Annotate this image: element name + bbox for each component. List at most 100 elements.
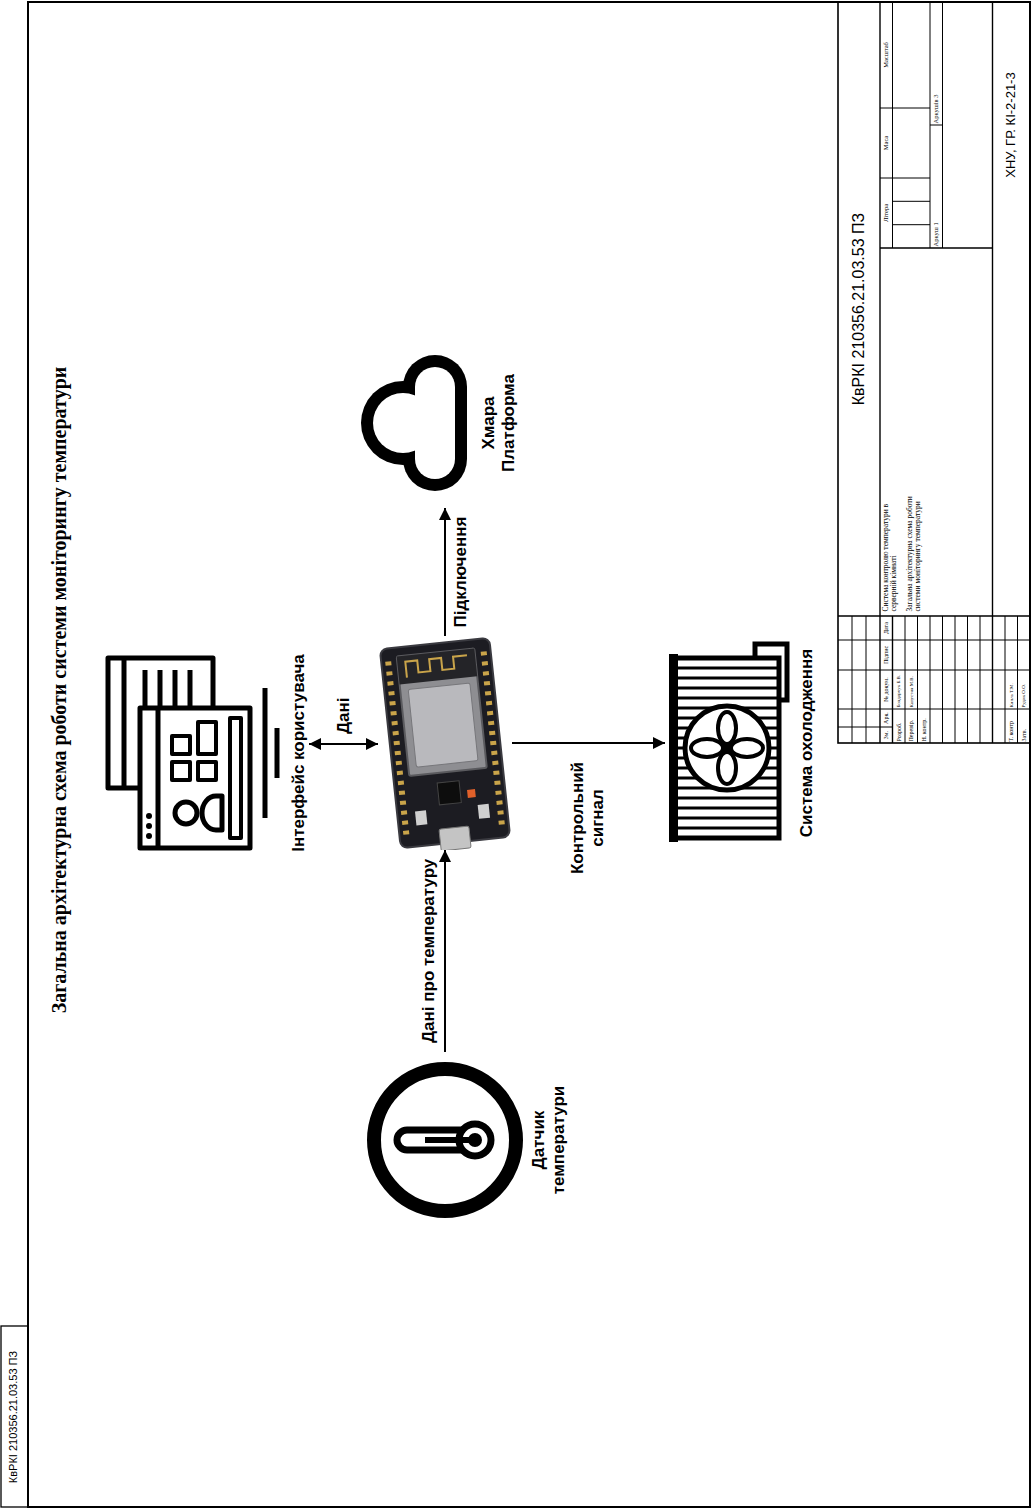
node-label: Датчик температури: [529, 1075, 570, 1205]
user-interface-icon-part: [198, 762, 216, 780]
title-block-grid-part: [838, 615, 1030, 616]
user-interface-icon-part: [140, 708, 250, 848]
user-interface-icon-part: [146, 833, 152, 839]
title-block-grid: [838, 2, 1030, 743]
role-cell: Затв.: [1018, 709, 1031, 743]
cooling-fan-icon-part: [755, 644, 787, 700]
interface-node: Інтерфейс користувача: [100, 638, 309, 868]
table-header: Маса: [880, 108, 893, 178]
node-label: Система охолодження: [797, 633, 817, 853]
cooling-fan-icon-part: [677, 807, 777, 810]
thermometer-icon-part: [468, 1133, 482, 1147]
user-interface-icon-part: [143, 670, 148, 706]
esp32-board-picture-part: [408, 683, 478, 767]
connector-arrow: [444, 850, 446, 1052]
esp32-board-picture-part: [483, 645, 502, 824]
cooling-fan-icon-part: [677, 677, 777, 680]
cooling-fan-icon-part: [677, 817, 777, 820]
cooling-fan-icon-part: [677, 827, 777, 830]
title-block-grid-part: [880, 178, 930, 179]
esp32-board-picture: [378, 636, 512, 850]
cooling-fan-icon-part: [677, 668, 777, 828]
sheet-count: Аркушів 3: [930, 2, 943, 125]
cooling-fan-icon-part: [718, 712, 736, 744]
cooling-fan-icon-part: [721, 742, 733, 754]
node-label: Хмара Платформа: [479, 368, 520, 478]
connector-label: Підключення: [451, 515, 471, 630]
diagram-title: Загальна архітектурна схема роботи систе…: [48, 290, 71, 1090]
table-header: № докум.: [880, 670, 893, 709]
title-block-grid-part: [980, 616, 981, 743]
connector-arrow: [444, 508, 446, 636]
cloud-node: Хмара Платформа: [335, 338, 520, 508]
cloud-icon-part: [415, 387, 455, 459]
cooling-fan-icon-part: [691, 739, 723, 757]
cloud-icon-part: [361, 355, 467, 491]
esp32-board-picture-part: [415, 810, 427, 825]
role-cell: Розроб.: [893, 709, 906, 743]
title-block-grid-part: [880, 108, 930, 109]
controller-node: [378, 636, 512, 850]
title-block-grid-part: [955, 616, 956, 743]
user-interface-icon-part: [275, 728, 280, 778]
user-interface-icon-part: [202, 796, 222, 830]
name-cell: Бондарчук Б.В.: [893, 670, 906, 709]
table-header: Масштаб: [880, 2, 893, 108]
cooling-fan-icon-part: [677, 697, 777, 700]
user-interface-icon-part: [263, 688, 268, 818]
user-interface-icon-part: [146, 813, 152, 819]
name-cell: Кипль Т.М.: [1005, 670, 1018, 709]
cooling-fan-icon-part: [691, 712, 763, 784]
user-interface-icon-part: [230, 718, 241, 838]
user-interface-icon-part: [188, 670, 193, 706]
user-interface-icon-part: [122, 658, 127, 788]
table-header: Підпис: [880, 640, 893, 670]
title-block-grid-part: [917, 616, 918, 743]
connector-arrow: [512, 742, 665, 744]
connector-arrow: [309, 743, 378, 745]
esp32-board-picture-part: [439, 826, 471, 850]
title-block-grid-part: [879, 2, 880, 743]
frame-lines-part: [1, 1326, 28, 1507]
title-block-grid-part: [967, 616, 968, 743]
cooling-fan-icon: [665, 636, 793, 850]
role-cell: Н. контр.: [918, 709, 931, 743]
cooling-fan-icon-part: [677, 797, 777, 800]
frame-lines-part: [28, 2, 1030, 1507]
cooling-fan-icon-part: [718, 752, 736, 784]
sheet-title: Загальна архітектурна схема роботи систе…: [906, 491, 940, 613]
esp32-board-picture-part: [437, 781, 461, 805]
connector-label: Дані: [334, 695, 354, 736]
user-interface-icon-part: [198, 722, 216, 754]
user-interface-icon-part: [146, 823, 152, 829]
title-block-grid-part: [930, 125, 943, 126]
esp32-board-picture-part: [467, 789, 476, 798]
user-interface-icon-part: [108, 658, 277, 848]
table-header: Зм.: [880, 727, 893, 743]
esp32-board-picture-part: [397, 648, 477, 684]
user-interface-icon-part: [156, 708, 161, 848]
title-block-grid-part: [893, 224, 931, 225]
user-interface-icon-part: [175, 802, 197, 824]
role-cell: Т. контр: [1005, 709, 1018, 743]
thermometer-icon-part: [374, 1069, 516, 1211]
title-block-grid-part: [838, 727, 893, 728]
node-label: Інтерфейс користувача: [289, 638, 309, 868]
title-block-grid-part: [866, 616, 867, 743]
esp32-board-picture-part: [380, 638, 510, 848]
title-block-grid-part: [1017, 616, 1018, 743]
cooling-fan-icon-part: [675, 658, 779, 838]
title-block-grid-part: [838, 2, 1030, 743]
connector-label: Дані про температуру: [419, 857, 439, 1045]
title-block-grid-part: [905, 616, 906, 743]
user-interface-icon-part: [158, 670, 163, 706]
user-interface-icon-part: [146, 813, 152, 839]
cooling-fan-icon-part: [685, 706, 769, 790]
code-box-text: КвРКІ 210356.21.03.53 ПЗ: [0, 1326, 28, 1508]
cooling-fan-icon-part: [677, 687, 777, 690]
title-block-grid-part: [893, 201, 931, 202]
title-block-grid-part: [838, 640, 1030, 641]
title-block-grid-part: [838, 670, 1030, 671]
